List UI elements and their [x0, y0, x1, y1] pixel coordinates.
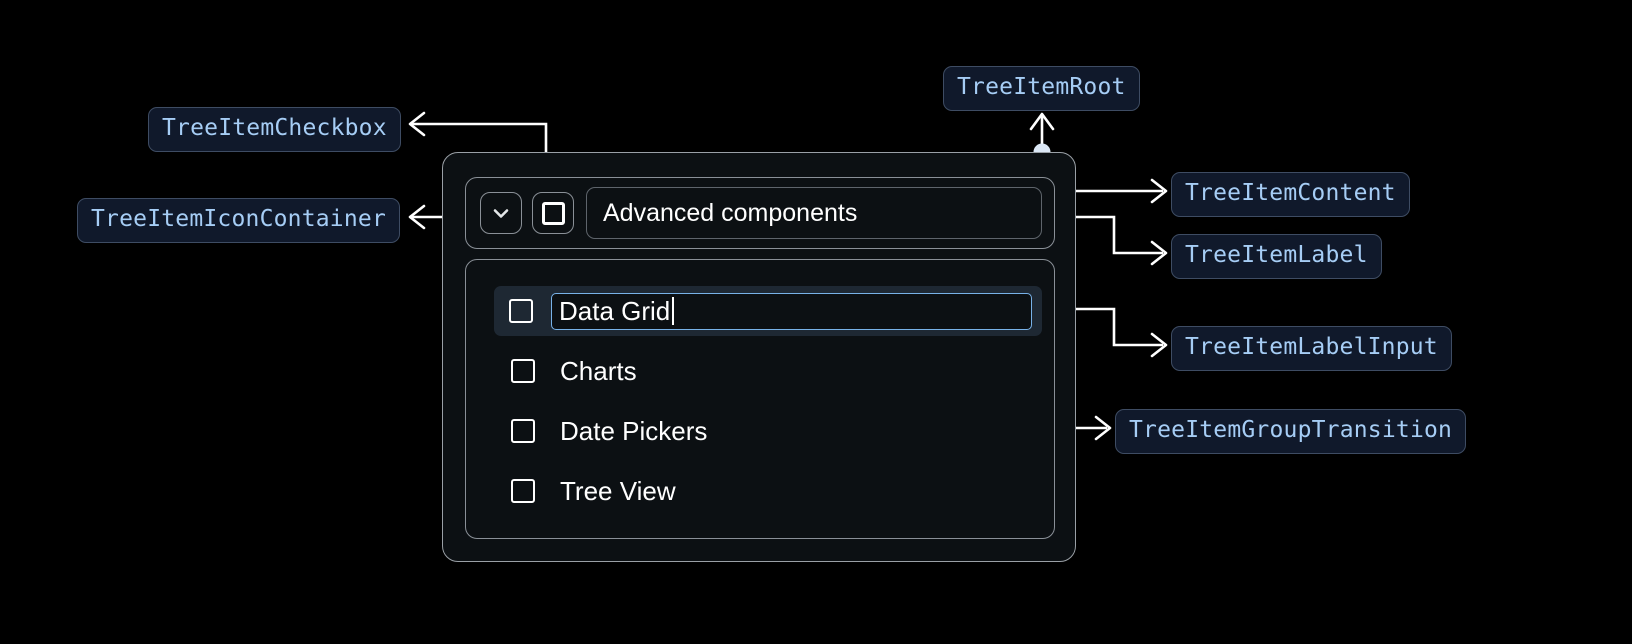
tree-item-label[interactable]: Advanced components [586, 187, 1042, 239]
tree-item-content[interactable]: Advanced components [465, 177, 1055, 249]
arrowhead-label-input [1150, 332, 1168, 358]
tree-item-label: Tree View [560, 476, 676, 506]
tree-item-root: Advanced components Data Grid Charts Dat… [442, 152, 1076, 562]
tree-item-label: Date Pickers [560, 416, 708, 446]
tree-child-row-date-pickers[interactable]: Date Pickers [496, 408, 1041, 454]
arrowhead-group-transition [1094, 415, 1112, 441]
tree-item-group-transition: Data Grid Charts Date Pickers Tree View [465, 259, 1055, 539]
annotation-tree-item-content: TreeItemContent [1171, 172, 1410, 217]
tree-item-checkbox[interactable] [511, 479, 535, 503]
arrowhead-checkbox [408, 111, 426, 137]
tree-item-icon-container[interactable] [480, 192, 522, 234]
annotation-tree-item-root: TreeItemRoot [943, 66, 1140, 111]
tree-item-label-input[interactable]: Data Grid [551, 292, 1032, 330]
tree-item-label-text: Advanced components [603, 198, 858, 227]
annotation-tree-item-label: TreeItemLabel [1171, 234, 1382, 279]
checkbox-square-icon [541, 201, 565, 225]
tree-item-label-input-value: Data Grid [559, 296, 671, 326]
annotation-tree-item-group-transition: TreeItemGroupTransition [1115, 409, 1467, 454]
arrowhead-icon-container [408, 204, 426, 230]
arrowhead-root [1029, 112, 1055, 131]
annotation-tree-item-label-input: TreeItemLabelInput [1171, 326, 1452, 371]
tree-child-row-tree-view[interactable]: Tree View [496, 468, 1041, 514]
arrowhead-content [1150, 178, 1168, 204]
annotation-tree-item-checkbox: TreeItemCheckbox [148, 107, 401, 152]
tree-child-row-charts[interactable]: Charts [496, 348, 1041, 394]
tree-item-checkbox[interactable] [509, 299, 533, 323]
tree-item-checkbox[interactable] [532, 192, 574, 234]
annotation-tree-item-icon-container: TreeItemIconContainer [77, 198, 400, 243]
arrowhead-label [1150, 240, 1168, 266]
tree-item-label: Charts [560, 356, 637, 386]
tree-item-checkbox[interactable] [511, 359, 535, 383]
tree-item-checkbox[interactable] [511, 419, 535, 443]
tree-child-row-data-grid[interactable]: Data Grid [494, 286, 1042, 336]
chevron-down-icon [488, 200, 514, 226]
text-caret [672, 297, 675, 325]
